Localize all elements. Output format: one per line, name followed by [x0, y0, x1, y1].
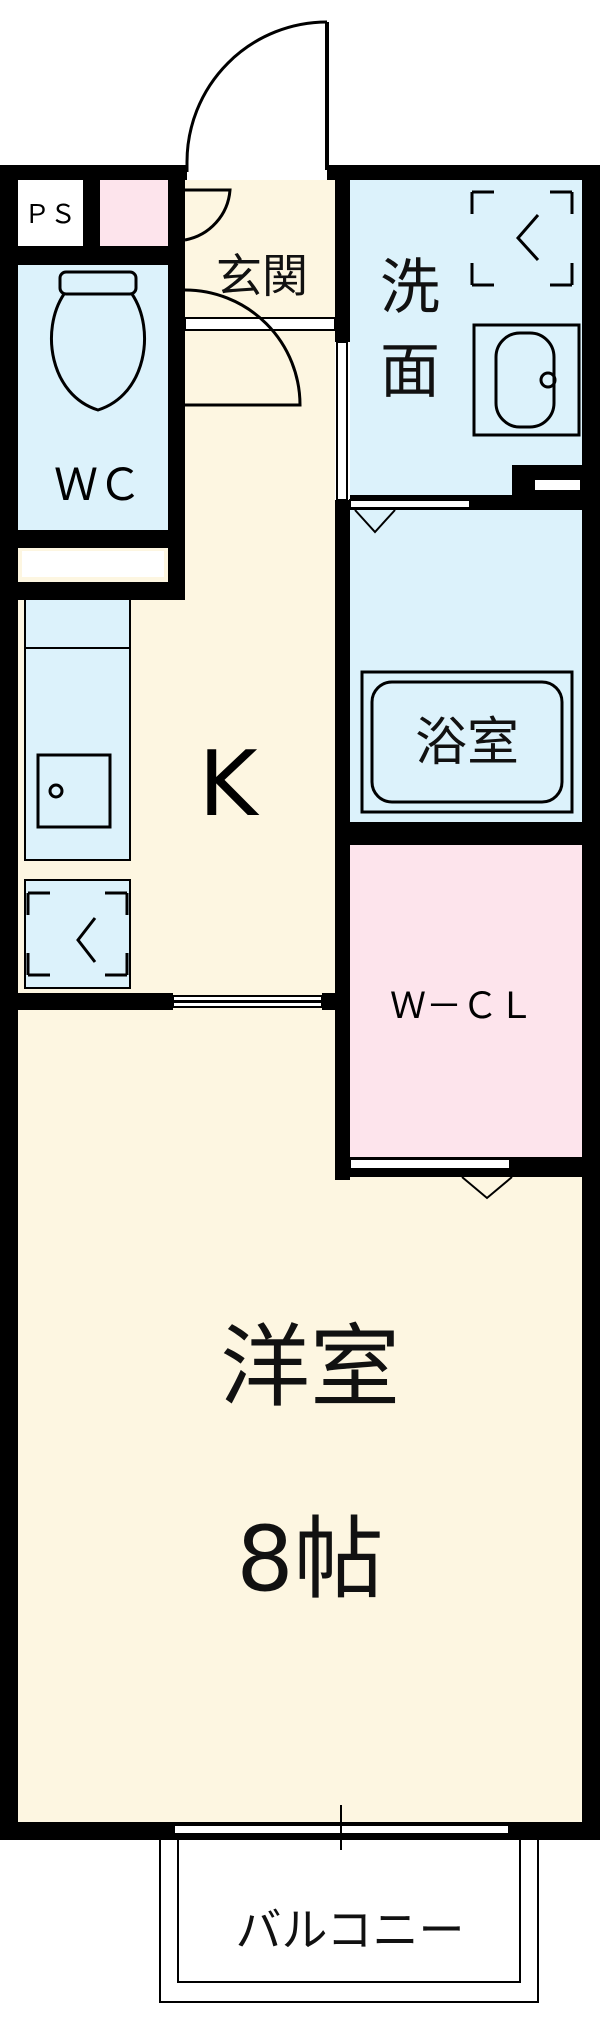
bath-floor	[350, 510, 582, 822]
fridge-space	[24, 879, 131, 989]
senmen-label-1: 洗	[380, 253, 440, 323]
bath-label: 浴室	[415, 713, 519, 773]
ps-label: ＰＳ	[24, 200, 76, 230]
wcl-floor	[350, 845, 582, 1157]
bath-door	[349, 499, 471, 509]
wc-floor	[18, 265, 168, 530]
balcony	[159, 1805, 539, 2003]
western-room-label: 洋室	[220, 1315, 400, 1420]
ps-door-swing	[184, 188, 232, 242]
wcl-label: Ｗ－ＣＬ	[390, 986, 534, 1027]
washbasin-icon	[472, 323, 581, 437]
pink-cell	[100, 180, 170, 246]
balcony-label: バルコニー	[235, 1903, 464, 1957]
kitchen-sliding-door	[172, 995, 323, 1008]
kitchen-counter	[24, 594, 131, 861]
wc-label: ＷＣ	[54, 460, 142, 511]
senmen-door	[336, 341, 348, 501]
wc-door-swing	[184, 288, 302, 407]
bathtub-icon	[360, 670, 574, 814]
genkan-label: 玄関	[216, 249, 308, 303]
sink-icon	[36, 753, 112, 829]
wc-window	[22, 551, 164, 577]
toilet-icon	[50, 270, 146, 412]
genkan-floor	[175, 180, 335, 330]
senmen-shelf	[535, 480, 580, 490]
washer-space-icon	[470, 190, 574, 287]
ps-box	[18, 183, 83, 243]
wcl-door	[349, 1158, 511, 1170]
fridge-icon	[26, 891, 129, 977]
senmen-label-2: 面	[380, 337, 440, 407]
western-room-size: 8帖	[236, 1507, 383, 1612]
entrance-door	[185, 20, 329, 172]
kitchen-label: K	[198, 732, 259, 837]
